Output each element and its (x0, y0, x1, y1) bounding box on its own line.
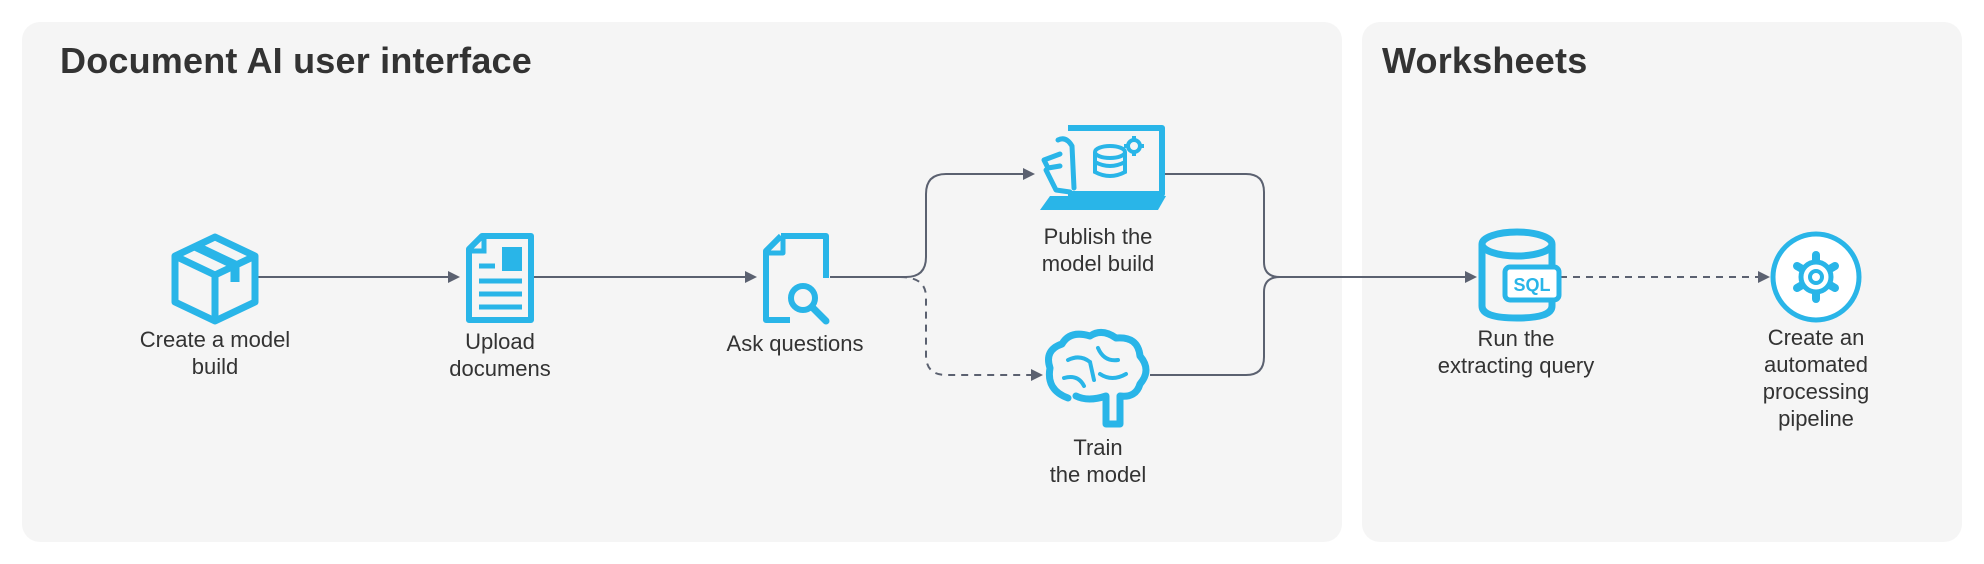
laptop-database-icon (1040, 125, 1166, 210)
connector-ask-to-train (899, 276, 1043, 381)
connector-publish-to-merge (1164, 173, 1281, 278)
connector-train-to-merge (1150, 276, 1281, 376)
brain-icon (1045, 329, 1150, 428)
worksheets-panel-title: Worksheets (1382, 40, 1588, 81)
step-ask-label: Ask questions (726, 331, 864, 356)
ui-panel-title: Document AI user interface (60, 40, 532, 81)
document-icon (466, 233, 534, 323)
package-box-icon (171, 233, 259, 325)
step-create-model-label: Create a model build (139, 327, 291, 379)
step-publish-label: Publish the model build (1041, 224, 1155, 276)
connector-ask-to-publish (830, 168, 1035, 278)
ui-panel: Document AI user interface (22, 22, 1342, 542)
step-pipeline-label: Create an automated processing pipeline (1762, 325, 1870, 431)
worksheets-panel: Worksheets (1362, 22, 1962, 542)
step-upload-label: Upload documens (449, 329, 551, 381)
document-search-icon (763, 233, 830, 325)
gear-icon (1770, 231, 1862, 323)
step-run-query-label: Run the extracting query (1437, 326, 1595, 378)
sql-badge: SQL (1513, 275, 1550, 295)
sql-database-icon: SQL (1478, 228, 1562, 322)
step-train-label: Train the model (1049, 435, 1147, 487)
